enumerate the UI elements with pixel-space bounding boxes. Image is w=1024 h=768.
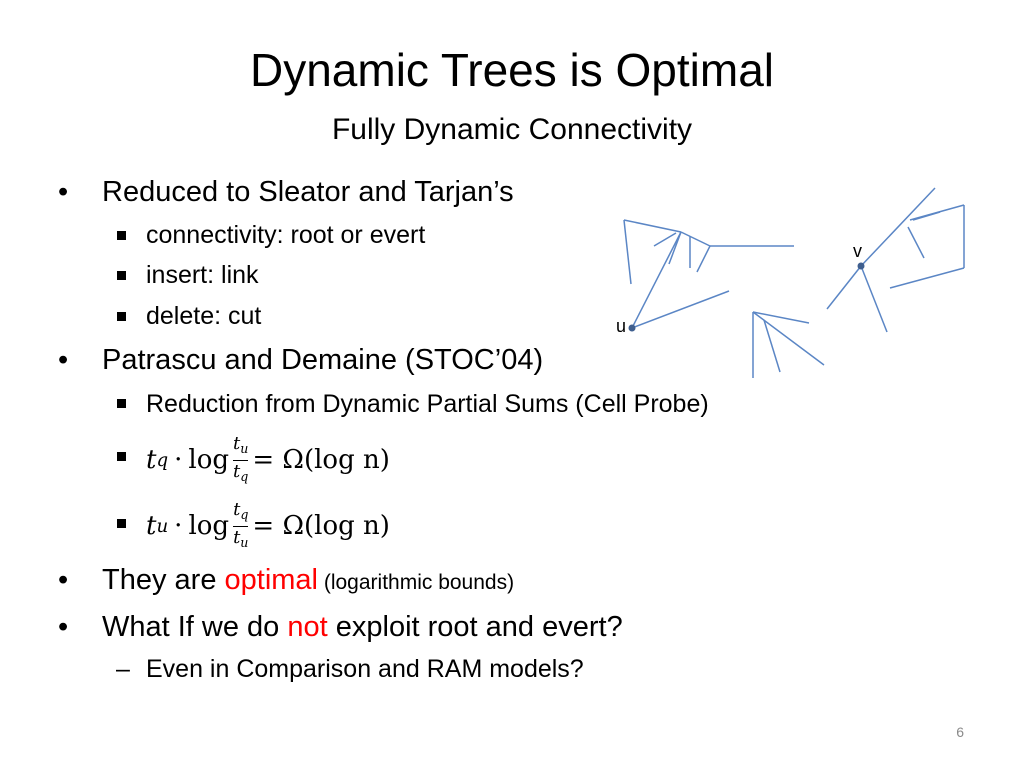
formula-t: t: [146, 511, 157, 541]
dash-marker: –: [116, 655, 130, 683]
bullet-comparison-ram: Even in Comparison and RAM models?: [146, 655, 584, 683]
formula-dot: ·: [174, 511, 183, 541]
formula-sub: u: [156, 515, 169, 537]
formula-rhs: = Ω(log n): [252, 511, 390, 541]
bullet-square: [117, 312, 126, 321]
slide-subtitle: Fully Dynamic Connectivity: [331, 113, 693, 146]
formula-rhs: = Ω(log n): [252, 445, 390, 475]
bullet-delete: delete: cut: [146, 302, 262, 330]
fraction-den-t: t: [233, 460, 241, 482]
formula-log: log: [188, 511, 230, 541]
fraction-den-sub: q: [240, 468, 249, 484]
bullet-square: [117, 399, 126, 408]
fraction-num-sub: q: [240, 506, 249, 522]
formula-sub: q: [156, 449, 169, 471]
bullet-reduction: Reduction from Dynamic Partial Sums (Cel…: [146, 390, 709, 418]
page-number: 6: [956, 724, 964, 740]
bullet-what-if-suffix: exploit root and evert?: [327, 611, 623, 643]
fraction-num-sub: u: [240, 440, 249, 456]
formula-fraction: tu tq: [233, 432, 249, 487]
bullet-optimal-highlight: optimal: [224, 564, 319, 596]
bullet-square: [117, 271, 126, 280]
formula-dot: ·: [174, 445, 183, 475]
formula-t: t: [146, 445, 157, 475]
bullet-dot: •: [58, 564, 69, 596]
fraction-num-t: t: [233, 432, 241, 454]
bullet-what-if-highlight: not: [287, 611, 328, 643]
bullet-square: [117, 452, 126, 461]
bullet-optimal-prefix: They are: [102, 564, 225, 596]
bullet-what-if: What If we do not exploit root and evert…: [102, 609, 623, 645]
fraction-num-t: t: [233, 498, 241, 520]
bullet-square: [117, 231, 126, 240]
node-u: [628, 324, 636, 332]
node-u-label: u: [616, 316, 626, 336]
fraction-den-sub: u: [240, 534, 249, 550]
bullet-dot: •: [58, 176, 69, 208]
bullet-dot: •: [58, 611, 69, 643]
bullet-what-if-prefix: What If we do: [102, 611, 288, 643]
bullet-square: [117, 519, 126, 528]
bullet-optimal-note: (logarithmic bounds): [318, 571, 515, 594]
bullet-connectivity: connectivity: root or evert: [146, 221, 426, 249]
bullet-reduced-to: Reduced to Sleator and Tarjan’s: [102, 176, 514, 208]
fraction-den-t: t: [233, 526, 241, 548]
tree-edges: [623, 187, 965, 378]
bullet-dot: •: [58, 344, 69, 376]
slide-title: Dynamic Trees is Optimal: [249, 44, 774, 96]
node-v-label: v: [853, 241, 862, 261]
formula-fraction: tq tu: [233, 498, 249, 553]
bullet-patrascu: Patrascu and Demaine (STOC’04): [102, 344, 544, 376]
bullet-insert: insert: link: [146, 261, 259, 289]
bullet-optimal: They are optimal (logarithmic bounds): [102, 562, 514, 601]
node-v: [857, 262, 865, 270]
formula-log: log: [188, 445, 229, 475]
